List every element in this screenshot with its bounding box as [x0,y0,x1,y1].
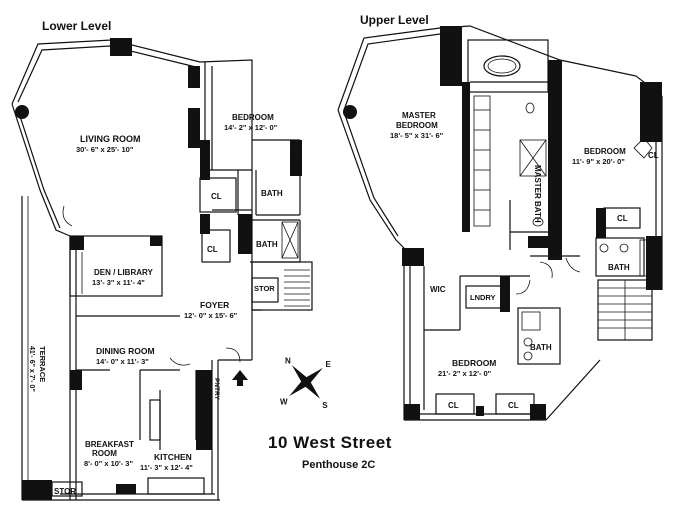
terrace-label: TERRACE [38,346,47,382]
cl-upper-3-label: CL [448,401,459,410]
bedroom-lower-dim: 14'- 2" x 12'- 0" [224,123,278,132]
lower-column-dot [15,105,29,119]
bedroom-lower-label: BEDROOM [232,113,274,122]
master-bedroom-label-2: BEDROOM [396,121,438,130]
dining-room-dim: 14'- 0" x 11'- 3" [96,357,149,366]
wic-label: WIC [430,285,446,294]
property-subtitle: Penthouse 2C [302,459,375,471]
laundry-label: LNDRY [470,293,496,302]
bedroom-upper-right-label: BEDROOM [584,147,626,156]
bedroom-upper-bottom-label: BEDROOM [452,358,496,368]
compass-e: E [325,360,331,369]
breakfast-label-1: BREAKFAST [85,440,134,449]
bedroom-upper-right-dim: 11'- 9" x 20'- 0" [572,157,625,166]
lower-level-plan [11,38,313,501]
compass-rose: N S E W [280,357,331,410]
foyer-label: FOYER [200,300,229,310]
cl-upper-2-label: CL [617,214,628,223]
stor-bottom-label: STOR [54,487,76,496]
property-title: 10 West Street [268,433,392,452]
terrace-dim: 41'- 6" x 7'- 0" [28,346,35,392]
cl-upper-4-label: CL [508,401,519,410]
stor-lower-label: STOR [254,284,275,293]
living-room-dim: 30'- 6" x 25'- 10" [76,145,134,154]
compass-w: W [280,397,288,406]
foyer-dim: 12'- 0" x 15'- 6" [184,311,238,320]
cl-upper-1-label: CL [648,151,659,160]
den-library-dim: 13'- 3" x 11'- 4" [92,278,145,287]
lower-stair [284,269,310,307]
lower-level-label: Lower Level [42,19,111,33]
compass-s: S [322,401,328,410]
upper-stair [597,279,653,341]
dining-room-label: DINING ROOM [96,346,155,356]
bath-lower-2-label: BATH [256,240,278,249]
master-bath-label: MASTER BATH [533,165,542,223]
master-bedroom-label-1: MASTER [402,111,436,120]
cl-lower-2-label: CL [207,245,218,254]
bath-upper-bottom-label: BATH [530,343,552,352]
pantry-label: PNTRY [213,378,220,400]
kitchen-label: KITCHEN [154,452,192,462]
breakfast-dim: 8'- 0" x 10'- 3" [84,459,133,468]
upper-level-plan [337,25,663,421]
upper-level-label: Upper Level [360,13,429,27]
desk-label: DESK [290,154,297,173]
bath-upper-right-label: BATH [608,263,630,272]
master-bedroom-dim: 18'- 5" x 31'- 6" [390,131,444,140]
breakfast-label-2: ROOM [92,449,117,458]
bedroom-upper-bottom-dim: 21'- 2" x 12'- 0" [438,369,492,378]
bath-lower-1-label: BATH [261,189,283,198]
living-room-label: LIVING ROOM [80,134,141,144]
den-library-label: DEN / LIBRARY [94,268,153,277]
compass-n: N [285,357,291,366]
cl-lower-1-label: CL [211,192,222,201]
kitchen-dim: 11'- 3" x 12'- 4" [140,463,193,472]
